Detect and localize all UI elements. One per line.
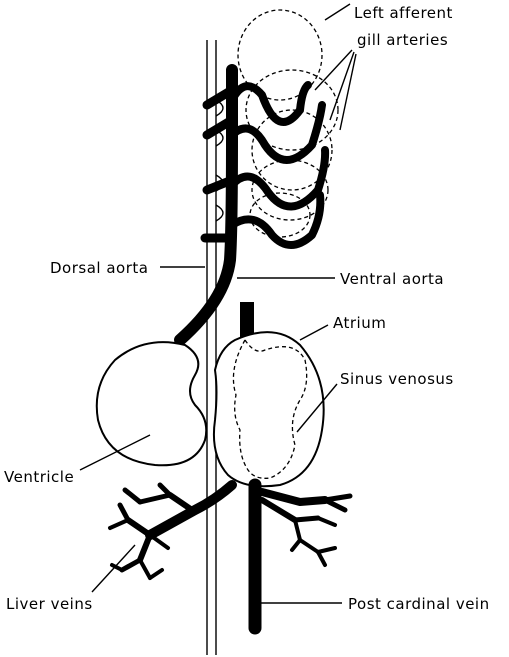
label-ventricle: Ventricle [4,468,74,486]
ventral-aorta-vessel [180,70,232,340]
post-cardinal-vein [255,485,350,628]
atrium-chamber [214,332,324,486]
label-atrium: Atrium [333,314,386,332]
label-dorsal-aorta: Dorsal aorta [50,259,148,277]
label-liver-veins: Liver veins [6,595,93,613]
ventricle-chamber [97,342,206,465]
label-left-afferent: Left afferent [354,4,453,22]
liver-veins [110,485,232,578]
label-post-cardinal-vein: Post cardinal vein [348,595,490,613]
label-gill-arteries: gill arteries [357,31,448,49]
efferent-connections [216,100,223,221]
label-ventral-aorta: Ventral aorta [340,270,444,288]
label-sinus-venosus: Sinus venosus [340,370,454,388]
